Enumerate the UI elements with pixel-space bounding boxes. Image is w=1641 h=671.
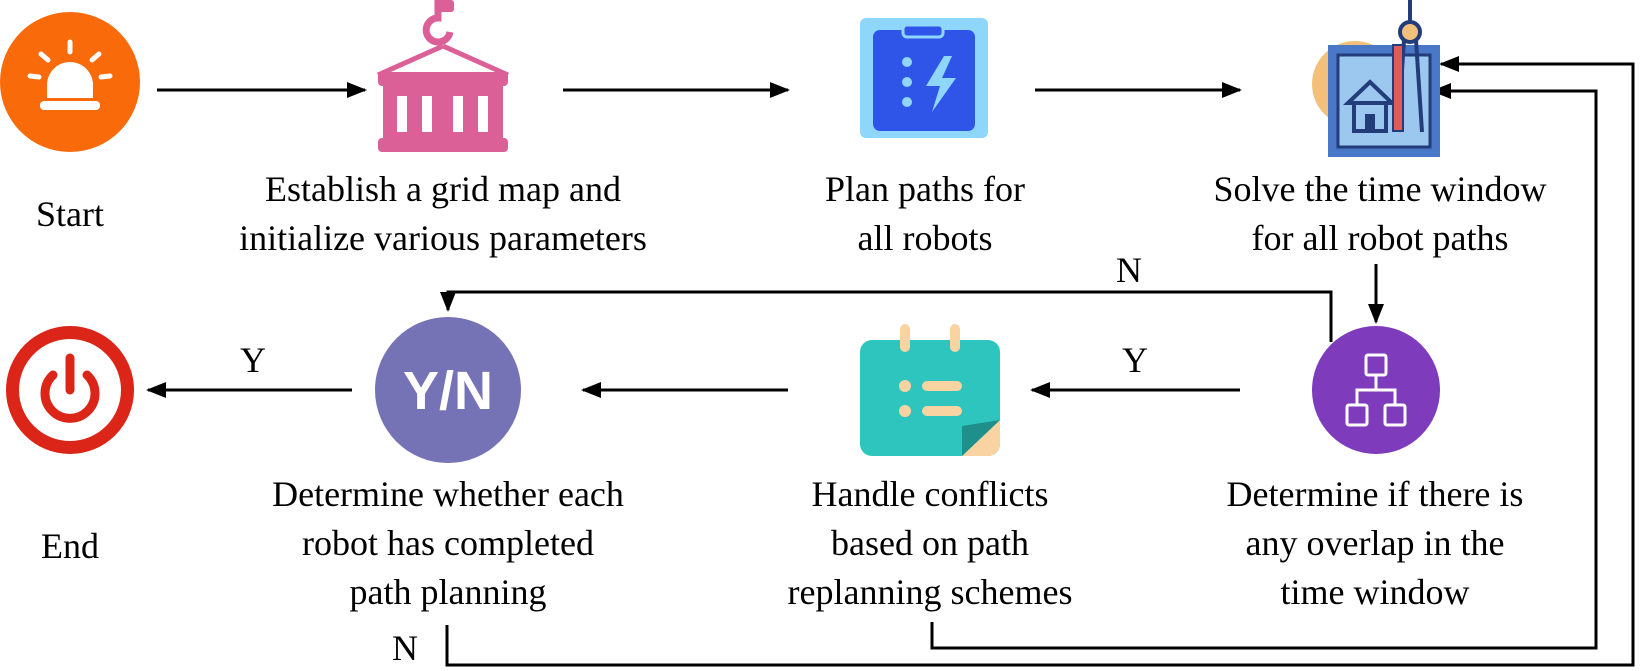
node-label-start: Start xyxy=(0,190,140,239)
arrow-conflicts-to-timewindow xyxy=(930,83,1598,650)
hierarchy-icon xyxy=(1312,326,1440,454)
node-label-grid-map: Establish a grid map and initialize vari… xyxy=(228,165,658,263)
start-label-line: Start xyxy=(36,194,104,234)
end-label-line: End xyxy=(41,526,99,566)
yes-no-icon: Y/N xyxy=(375,317,521,463)
yes-no-icon-text: Y/N xyxy=(403,361,493,421)
plan-paths-label-line-2: all robots xyxy=(857,218,993,258)
edge-label-completed-yes: Y xyxy=(240,340,266,380)
overlap-label-line-1: Determine if there is xyxy=(1226,474,1524,514)
connectors xyxy=(146,56,1635,667)
power-icon xyxy=(6,326,134,454)
conflicts-label-line-3: replanning schemes xyxy=(787,572,1073,612)
alarm-light-icon xyxy=(0,12,140,152)
arrow-overlap-no-to-completed xyxy=(440,290,1333,342)
node-label-conflicts: Handle conflicts based on path replannin… xyxy=(760,470,1100,617)
plan-paths-label-line-1: Plan paths for xyxy=(825,169,1025,209)
overlap-label-line-2: any overlap in the xyxy=(1245,523,1505,563)
node-label-end: End xyxy=(0,522,140,571)
conflicts-label-line-2: based on path xyxy=(831,523,1029,563)
clipboard-lightning-icon xyxy=(860,18,988,138)
time-window-label-line-2: for all robot paths xyxy=(1251,218,1509,258)
edge-label-overlap-yes: Y xyxy=(1122,340,1148,380)
edge-label-completed-no: N xyxy=(392,628,418,668)
node-label-overlap: Determine if there is any overlap in the… xyxy=(1190,470,1560,617)
calendar-list-icon xyxy=(860,324,1000,456)
completed-label-line-3: path planning xyxy=(349,572,547,612)
overlap-label-line-3: time window xyxy=(1280,572,1470,612)
node-label-plan-paths: Plan paths for all robots xyxy=(790,165,1060,263)
node-label-completed: Determine whether each robot has complet… xyxy=(230,470,666,617)
arrow-completed-no-to-timewindow xyxy=(445,56,1635,667)
container-crane-icon xyxy=(376,0,510,152)
edge-label-overlap-no: N xyxy=(1116,250,1142,290)
time-window-label-line-1: Solve the time window xyxy=(1213,169,1547,209)
completed-label-line-1: Determine whether each xyxy=(272,474,624,514)
conflicts-label-line-1: Handle conflicts xyxy=(811,474,1049,514)
grid-map-label-line-2: initialize various parameters xyxy=(239,218,647,258)
grid-map-label-line-1: Establish a grid map and xyxy=(265,169,621,209)
blueprint-house-icon xyxy=(1312,0,1440,157)
node-label-time-window: Solve the time window for all robot path… xyxy=(1180,165,1580,263)
completed-label-line-2: robot has completed xyxy=(302,523,594,563)
